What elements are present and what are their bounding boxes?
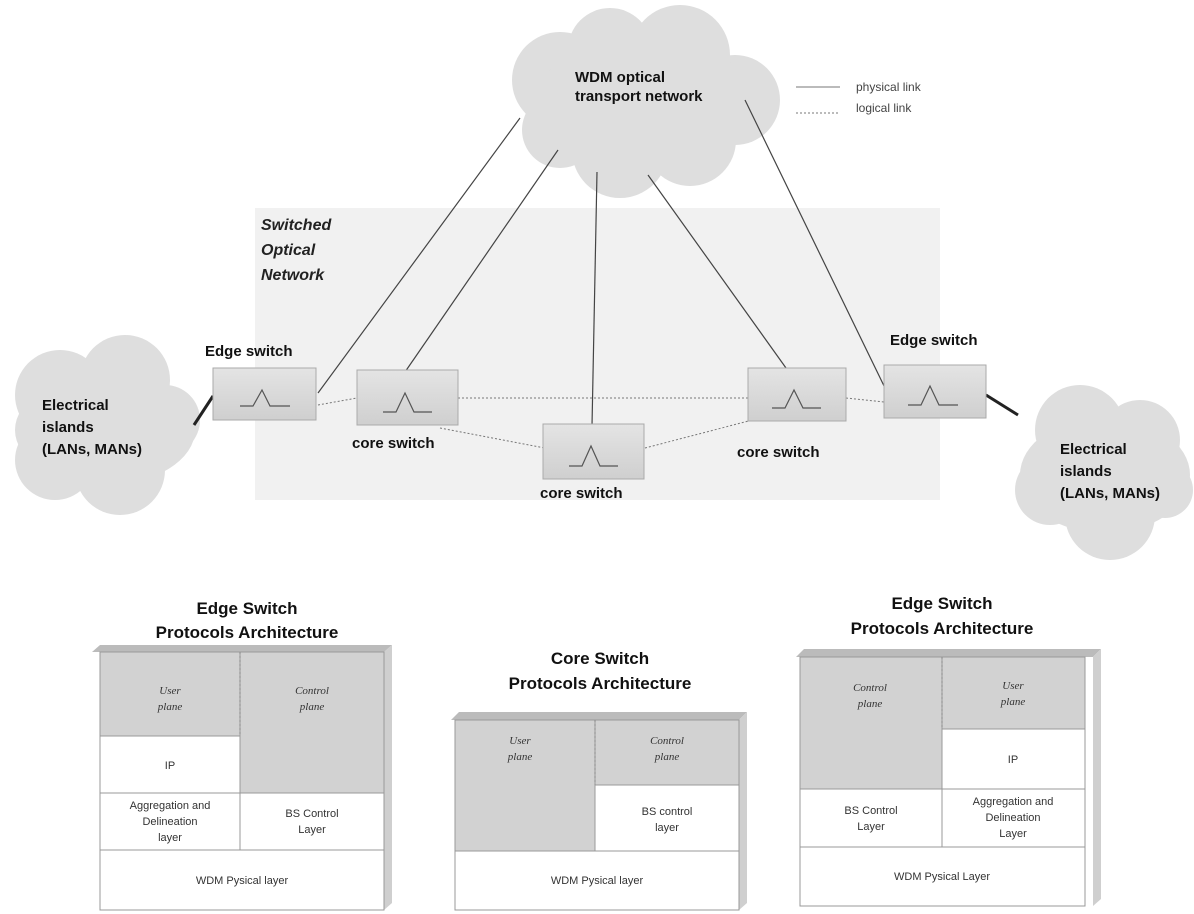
legend: physical link logical link <box>796 80 922 115</box>
center-bs-control-2: layer <box>655 822 679 834</box>
center-wdm-layer: WDM Pysical layer <box>551 875 644 887</box>
left-aggregation-3: layer <box>158 832 182 844</box>
physical-links <box>317 99 887 427</box>
island-link-right <box>985 393 1019 417</box>
island-link-left <box>192 395 215 426</box>
right-bs-control-2: Layer <box>857 821 885 833</box>
center-control-plane-1: Control <box>650 735 684 747</box>
center-user-plane-1: User <box>509 735 531 747</box>
left-aggregation-2: Delineation <box>142 816 197 828</box>
center-bs-control-1: BS control <box>642 806 693 818</box>
stack-right-title-1: Edge Switch <box>891 594 992 613</box>
edge-switch-stack-left: Edge Switch Protocols Architecture User … <box>92 599 392 911</box>
wdm-cloud <box>512 5 780 198</box>
stack-center-title-2: Protocols Architecture <box>509 674 692 693</box>
electrical-islands-cloud-right <box>1015 385 1193 560</box>
right-control-plane-2: plane <box>857 698 883 710</box>
region-label-line-2: Optical <box>261 242 316 259</box>
core-switch-center-label: core switch <box>540 485 623 502</box>
core-switch-left-label: core switch <box>352 435 435 452</box>
right-bs-control-1: BS Control <box>844 805 897 817</box>
core-switch-stack-center: Core Switch Protocols Architecture User … <box>451 649 747 911</box>
left-aggregation-1: Aggregation and <box>130 800 211 812</box>
islands-right-line-3: (LANs, MANs) <box>1060 485 1160 502</box>
legend-physical-label: physical link <box>856 80 922 94</box>
center-control-plane-2: plane <box>654 751 680 763</box>
left-control-plane-1: Control <box>295 685 329 697</box>
left-ip-layer: IP <box>165 760 175 772</box>
left-bs-control-2: Layer <box>298 824 326 836</box>
core-switch-left <box>356 369 459 426</box>
left-user-plane-1: User <box>159 685 181 697</box>
right-control-plane-1: Control <box>853 682 887 694</box>
left-wdm-layer: WDM Pysical layer <box>196 875 289 887</box>
edge-switch-right <box>883 364 987 419</box>
left-bs-control-1: BS Control <box>285 808 338 820</box>
right-ip-layer: IP <box>1008 754 1018 766</box>
left-user-plane-2: plane <box>157 701 183 713</box>
edge-switch-right-label: Edge switch <box>890 332 978 349</box>
cloud-label-line-2: transport network <box>575 88 703 105</box>
center-user-plane-2: plane <box>507 751 533 763</box>
edge-switch-left-label: Edge switch <box>205 343 293 360</box>
stack-center-title-1: Core Switch <box>551 649 649 668</box>
islands-left-line-1: Electrical <box>42 397 109 414</box>
islands-left-line-2: islands <box>42 419 94 436</box>
cloud-label-line-1: WDM optical <box>575 69 665 86</box>
stack-right-title-2: Protocols Architecture <box>851 619 1034 638</box>
region-label-line-1: Switched <box>261 217 332 234</box>
right-aggregation-1: Aggregation and <box>973 796 1054 808</box>
core-switch-right <box>747 367 847 422</box>
edge-switch-left <box>212 367 317 421</box>
stack-left-title-1: Edge Switch <box>196 599 297 618</box>
right-aggregation-2: Delineation <box>985 812 1040 824</box>
legend-logical-label: logical link <box>856 101 912 115</box>
logical-links <box>317 397 885 449</box>
core-switch-center <box>542 423 645 480</box>
core-switch-right-label: core switch <box>737 444 820 461</box>
islands-right-line-2: islands <box>1060 463 1112 480</box>
right-user-plane-1: User <box>1002 680 1024 692</box>
right-wdm-layer: WDM Pysical Layer <box>894 871 990 883</box>
left-control-plane-2: plane <box>299 701 325 713</box>
stack-left-title-2: Protocols Architecture <box>156 623 339 642</box>
islands-left-line-3: (LANs, MANs) <box>42 441 142 458</box>
right-aggregation-3: Layer <box>999 828 1027 840</box>
right-user-plane-2: plane <box>1000 696 1026 708</box>
electrical-islands-cloud-left <box>15 335 200 515</box>
islands-right-line-1: Electrical <box>1060 441 1127 458</box>
edge-switch-stack-right: Edge Switch Protocols Architecture Contr… <box>796 594 1101 907</box>
region-label-line-3: Network <box>261 267 325 284</box>
